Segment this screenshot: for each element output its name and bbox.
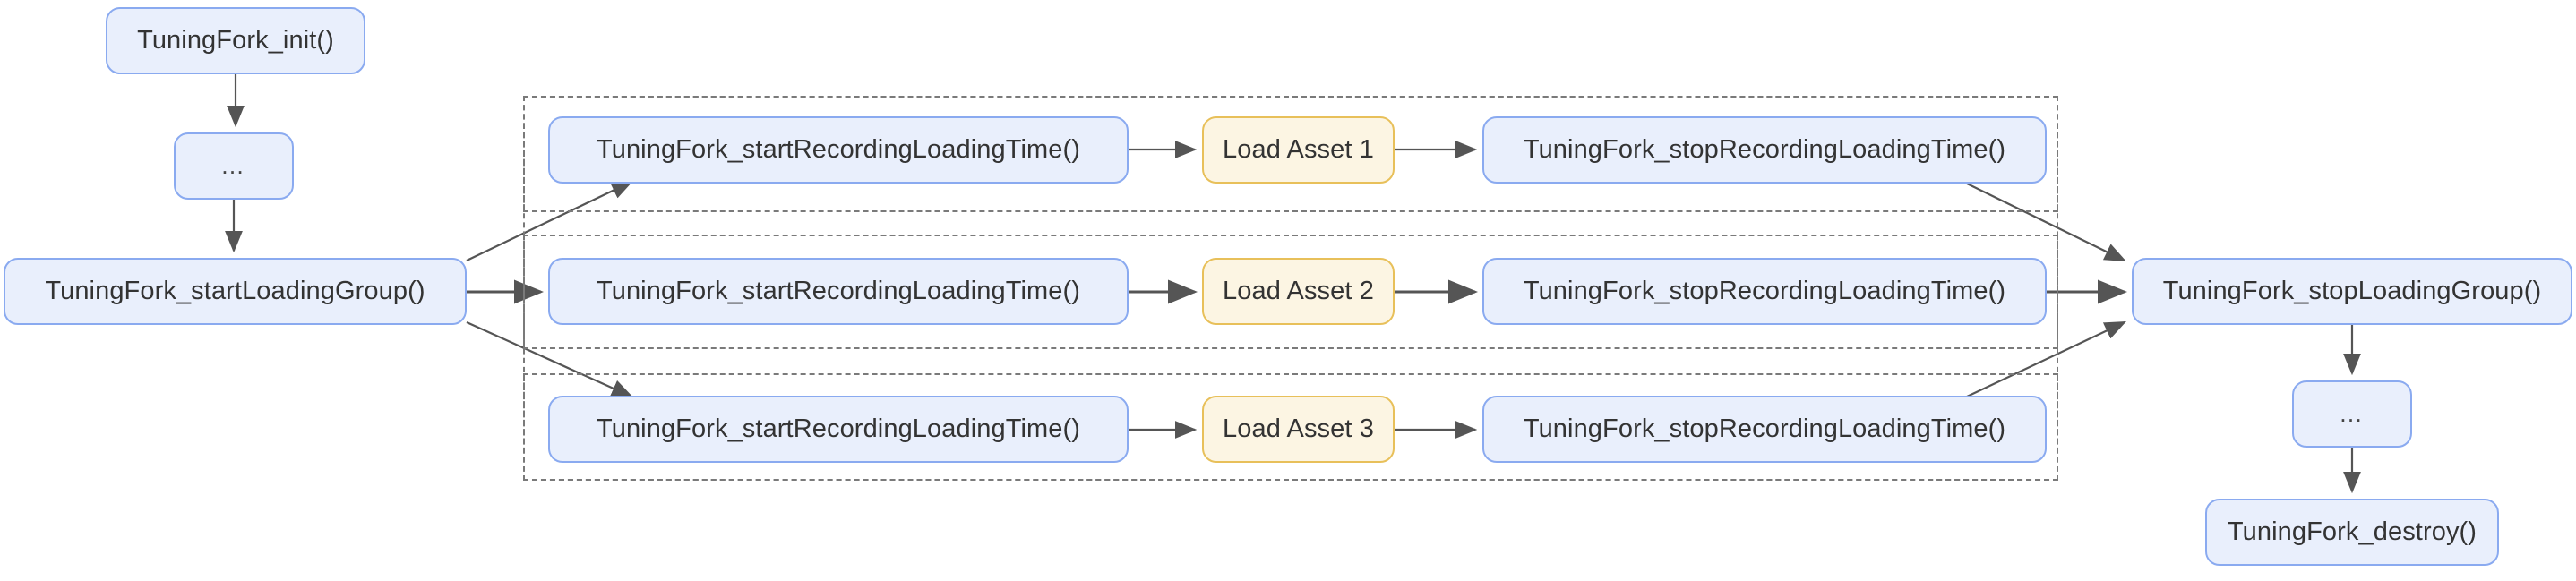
node-startrecording-3[interactable]: TuningFork_startRecordingLoadingTime() (548, 396, 1129, 463)
node-label: TuningFork_startLoadingGroup() (45, 277, 425, 305)
node-startrecording-2[interactable]: TuningFork_startRecordingLoadingTime() (548, 258, 1129, 325)
node-label: TuningFork_init() (137, 26, 334, 55)
node-label: TuningFork_stopRecordingLoadingTime() (1523, 135, 2006, 164)
node-stoprecording-1[interactable]: TuningFork_stopRecordingLoadingTime() (1482, 116, 2047, 184)
node-startrecording-1[interactable]: TuningFork_startRecordingLoadingTime() (548, 116, 1129, 184)
node-stoprecording-3[interactable]: TuningFork_stopRecordingLoadingTime() (1482, 396, 2047, 463)
node-label: TuningFork_stopRecordingLoadingTime() (1523, 277, 2006, 305)
node-label: TuningFork_stopLoadingGroup() (2162, 277, 2542, 305)
node-tuningfork-stoploadinggroup[interactable]: TuningFork_stopLoadingGroup() (2132, 258, 2572, 325)
node-label: TuningFork_destroy() (2227, 517, 2477, 546)
node-label: … (2339, 400, 2366, 427)
node-label: Load Asset 2 (1223, 277, 1374, 305)
node-label: … (220, 152, 247, 179)
node-tuningfork-init[interactable]: TuningFork_init() (106, 7, 365, 74)
node-tuningfork-startloadinggroup[interactable]: TuningFork_startLoadingGroup() (4, 258, 467, 325)
node-label: TuningFork_startRecordingLoadingTime() (596, 135, 1080, 164)
node-label: Load Asset 3 (1223, 414, 1374, 443)
node-label: Load Asset 1 (1223, 135, 1374, 164)
node-ellipsis-top[interactable]: … (174, 132, 294, 200)
node-load-asset-3[interactable]: Load Asset 3 (1202, 396, 1395, 463)
node-load-asset-1[interactable]: Load Asset 1 (1202, 116, 1395, 184)
node-tuningfork-destroy[interactable]: TuningFork_destroy() (2205, 499, 2499, 566)
node-load-asset-2[interactable]: Load Asset 2 (1202, 258, 1395, 325)
node-stoprecording-2[interactable]: TuningFork_stopRecordingLoadingTime() (1482, 258, 2047, 325)
subgraph-asset-row-1 (523, 96, 2058, 212)
node-label: TuningFork_startRecordingLoadingTime() (596, 277, 1080, 305)
node-ellipsis-bottom[interactable]: … (2292, 380, 2412, 448)
node-label: TuningFork_startRecordingLoadingTime() (596, 414, 1080, 443)
subgraph-asset-row-3 (523, 373, 2058, 481)
node-label: TuningFork_stopRecordingLoadingTime() (1523, 414, 2006, 443)
